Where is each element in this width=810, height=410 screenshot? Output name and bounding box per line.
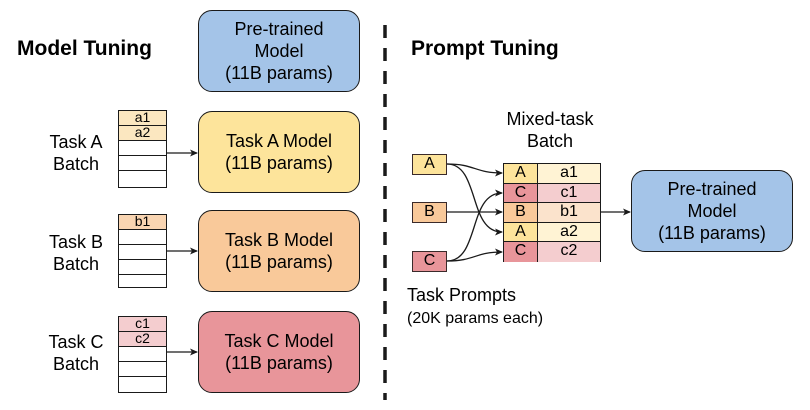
- task-c-model-box: Task C Model (11B params): [198, 311, 360, 393]
- mixed-label-line1: Mixed-task: [506, 109, 594, 129]
- task-c-batch: c1 c2: [118, 316, 167, 393]
- task-prompt-a: A: [412, 154, 447, 175]
- task-prompt-c: C: [412, 251, 447, 272]
- batch-row: [119, 275, 166, 290]
- task-b-batch: b1: [118, 214, 167, 288]
- batch-row: c1: [119, 316, 166, 332]
- pretrained-line3: (11B params): [225, 63, 333, 83]
- task-a-batch: a1 a2: [118, 110, 167, 188]
- pretrained-model-box-left: Pre-trained Model (11B params): [198, 10, 360, 92]
- task-c-label-line1: Task C: [48, 332, 104, 352]
- row-example: b1: [538, 203, 600, 222]
- row-example: c2: [538, 242, 600, 262]
- task-a-model-line1: Task A Model: [225, 131, 333, 151]
- mixed-task-batch: A a1 C c1 B b1 A a2 C c2: [503, 163, 601, 262]
- prompt-tuning-heading: Prompt Tuning: [411, 37, 559, 60]
- batch-row: [119, 260, 166, 275]
- mixed-batch-row: A a2: [504, 222, 600, 243]
- mixed-batch-row: C c1: [504, 183, 600, 204]
- mixed-task-batch-label: Mixed-task Batch: [485, 108, 615, 152]
- task-a-model-line2: (11B params): [225, 153, 333, 173]
- task-c-model-line1: Task C Model: [224, 331, 334, 351]
- pretrained-right-line1: Pre-trained: [667, 179, 757, 199]
- task-prompt-b: B: [412, 202, 447, 223]
- task-b-label-line2: Batch: [52, 254, 100, 274]
- row-task-tag: C: [504, 242, 538, 262]
- batch-row: [119, 171, 166, 186]
- row-task-tag: A: [504, 164, 538, 183]
- row-example: c1: [538, 183, 600, 203]
- task-prompts-caption: Task Prompts: [407, 284, 516, 306]
- model-tuning-heading: Model Tuning: [17, 37, 152, 60]
- task-c-batch-label: Task C Batch: [40, 331, 112, 375]
- arrow-prompt-c-to-c2: [446, 248, 503, 262]
- task-a-label-line1: Task A: [49, 132, 103, 152]
- task-c-model-line2: (11B params): [225, 353, 333, 373]
- task-a-model-box: Task A Model (11B params): [198, 111, 360, 193]
- task-b-model-line2: (11B params): [225, 252, 333, 272]
- task-b-model-line1: Task B Model: [224, 230, 334, 250]
- task-a-label-line2: Batch: [52, 154, 100, 174]
- row-task-tag: C: [504, 183, 538, 203]
- arrow-prompt-a-to-a1: [446, 163, 503, 177]
- batch-row: [119, 377, 166, 392]
- batch-row: [119, 156, 166, 171]
- arrow-prompt-c-to-c1: [446, 189, 503, 262]
- batch-row: b1: [119, 214, 166, 230]
- row-task-tag: A: [504, 222, 538, 242]
- batch-row: [119, 362, 166, 377]
- batch-row: [119, 141, 166, 156]
- pretrained-right-line3: (11B params): [658, 223, 766, 243]
- task-prompts-params: (20K params each): [407, 310, 544, 327]
- row-task-tag: B: [504, 203, 538, 222]
- batch-row: [119, 245, 166, 260]
- task-prompts-label: Task Prompts: [407, 285, 517, 305]
- mixed-label-line2: Batch: [526, 131, 574, 151]
- batch-row: a1: [119, 110, 166, 126]
- row-example: a1: [538, 164, 600, 183]
- arrow-prompt-a-to-a2: [446, 163, 503, 236]
- task-c-label-line2: Batch: [52, 354, 100, 374]
- batch-row: [119, 230, 166, 245]
- batch-row: c2: [119, 331, 166, 347]
- pretrained-model-box-right: Pre-trained Model (11B params): [631, 170, 793, 252]
- task-b-model-box: Task B Model (11B params): [198, 210, 360, 292]
- batch-row: a2: [119, 125, 166, 141]
- mixed-batch-row: C c2: [504, 242, 600, 262]
- pretrained-right-line2: Model: [687, 201, 737, 221]
- task-a-batch-label: Task A Batch: [40, 131, 112, 175]
- batch-row: [119, 347, 166, 362]
- mixed-batch-row: B b1: [504, 203, 600, 223]
- mixed-batch-row: A a1: [504, 164, 600, 184]
- task-b-batch-label: Task B Batch: [40, 231, 112, 275]
- row-example: a2: [538, 222, 600, 242]
- pretrained-line2: Model: [254, 41, 304, 61]
- task-b-label-line1: Task B: [48, 232, 104, 252]
- pretrained-line1: Pre-trained: [234, 19, 324, 39]
